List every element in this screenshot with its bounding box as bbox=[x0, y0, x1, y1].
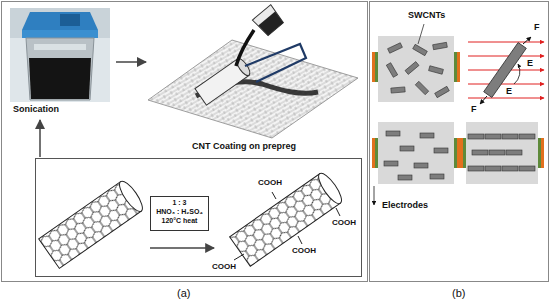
panel-caption: (b) bbox=[452, 287, 465, 300]
reagent-text: 1 : 3 bbox=[155, 199, 204, 208]
reagent-text: HNO₃ : H₂SO₄ bbox=[155, 208, 204, 217]
field-label: E bbox=[526, 58, 534, 68]
force-label: F bbox=[470, 104, 478, 114]
group-label: COOH bbox=[292, 246, 316, 255]
field-label: E bbox=[505, 86, 513, 96]
force-label: F bbox=[533, 22, 541, 32]
group-label: COOH bbox=[332, 218, 356, 227]
part-label: Electrodes bbox=[382, 200, 428, 210]
panel-caption: (a) bbox=[177, 287, 190, 300]
reagent-box: 1 : 3HNO₃ : H₂SO₄120°C heat bbox=[150, 196, 209, 231]
group-label: COOH bbox=[258, 178, 282, 187]
group-label: COOH bbox=[212, 262, 236, 271]
image-label: CNT Coating on prepreg bbox=[192, 141, 296, 151]
part-label: SWCNTs bbox=[408, 10, 445, 20]
reagent-text: 120°C heat bbox=[155, 217, 204, 226]
photo-label: Sonication bbox=[13, 104, 59, 114]
